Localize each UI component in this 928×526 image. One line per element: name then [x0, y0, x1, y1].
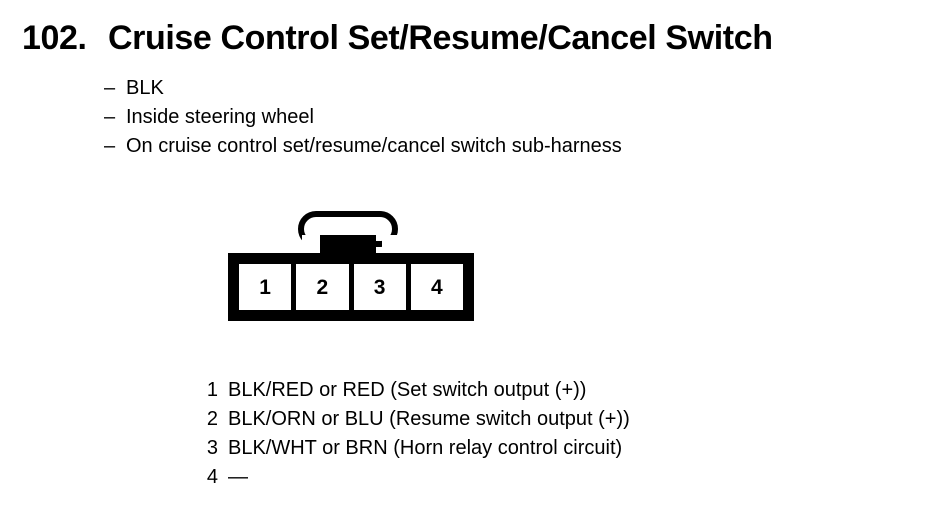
page-title-text: Cruise Control Set/Resume/Cancel Switch: [108, 19, 773, 57]
note-item-label: BLK: [126, 77, 164, 99]
note-dash-icon: –: [104, 77, 116, 99]
pin-description: BLK/RED or RED (Set switch output (+)): [228, 379, 587, 401]
note-item: –On cruise control set/resume/cancel swi…: [104, 132, 622, 161]
pin-legend-row: 1 BLK/RED or RED (Set switch output (+)): [196, 376, 630, 405]
note-dash-icon: –: [104, 135, 116, 157]
pin-legend-row: 4 —: [196, 463, 630, 492]
pin-legend: 1 BLK/RED or RED (Set switch output (+))…: [196, 376, 630, 492]
pin-description: BLK/WHT or BRN (Horn relay control circu…: [228, 437, 623, 459]
pin-number: 2: [206, 408, 218, 430]
connector-cavity-3: 3: [353, 264, 406, 310]
pin-legend-row: 3 BLK/WHT or BRN (Horn relay control cir…: [196, 434, 630, 463]
pin-number: 1: [206, 379, 218, 401]
connector-cavity-2: 2: [296, 264, 349, 310]
page-title-number: 102.: [22, 19, 87, 57]
connector-body: 1 2 3 4: [228, 253, 474, 321]
note-item: –Inside steering wheel: [104, 103, 622, 132]
pin-description: —: [228, 466, 248, 488]
pin-number: 4: [206, 466, 218, 488]
note-item-label: Inside steering wheel: [126, 106, 314, 128]
connector-tab-notch-left: [302, 235, 320, 255]
pin-number: 3: [206, 437, 218, 459]
notes-list: –BLK –Inside steering wheel –On cruise c…: [104, 74, 622, 161]
connector-cavity-1: 1: [239, 264, 292, 310]
pin-legend-row: 2 BLK/ORN or BLU (Resume switch output (…: [196, 405, 630, 434]
note-item: –BLK: [104, 74, 622, 103]
note-dash-icon: –: [104, 106, 116, 128]
connector-cavity-4: 4: [410, 264, 463, 310]
note-item-label: On cruise control set/resume/cancel swit…: [126, 135, 622, 157]
connector-tab-notch-right: [382, 235, 400, 255]
pin-description: BLK/ORN or BLU (Resume switch output (+)…: [228, 408, 630, 430]
connector-diagram: 1 2 3 4: [228, 211, 474, 321]
page-title: 102. Cruise Control Set/Resume/Cancel Swi…: [22, 18, 773, 58]
